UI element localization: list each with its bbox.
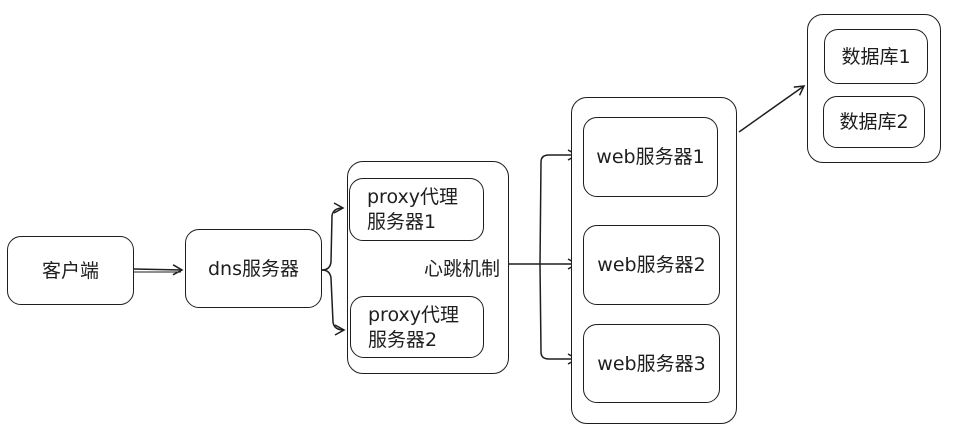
arrow-dns-to-proxy1 [321, 202, 345, 271]
proxy-server-1-label-line2: 服务器1 [367, 211, 437, 233]
heartbeat-label: 心跳机制 [424, 258, 501, 280]
arrow-proxy-to-web3 [539, 263, 579, 365]
client-node: 客户端 [7, 236, 134, 305]
proxy-server-2-label-line2: 服务器2 [368, 329, 438, 351]
proxy-server-2-node: proxy代理 服务器2 [350, 296, 484, 358]
database-2-label: 数据库2 [839, 111, 909, 133]
dns-server-node: dns服务器 [185, 229, 322, 308]
database-1-node: 数据库1 [824, 29, 928, 84]
dns-server-label: dns服务器 [207, 257, 299, 280]
proxy-server-2-label-line1: proxy代理 [368, 304, 459, 326]
arrow-web-to-db [738, 85, 806, 133]
web-server-2-label: web服务器2 [597, 254, 706, 276]
web-server-1-node: web服务器1 [583, 117, 718, 197]
arrow-dns-to-proxy2 [321, 269, 346, 336]
client-label: 客户端 [41, 259, 99, 282]
database-1-label: 数据库1 [841, 45, 911, 68]
proxy-server-1-label-line1: proxy代理 [367, 186, 458, 208]
arrow-proxy-to-web1 [539, 149, 579, 265]
proxy-server-1-node: proxy代理 服务器1 [349, 178, 484, 241]
web-server-3-node: web服务器3 [583, 324, 720, 403]
web-server-3-label: web服务器3 [597, 352, 706, 375]
arrow-client-to-dns [133, 264, 184, 276]
web-server-1-label: web服务器1 [596, 146, 705, 168]
database-2-node: 数据库2 [823, 96, 925, 148]
web-server-2-node: web服务器2 [583, 225, 720, 305]
